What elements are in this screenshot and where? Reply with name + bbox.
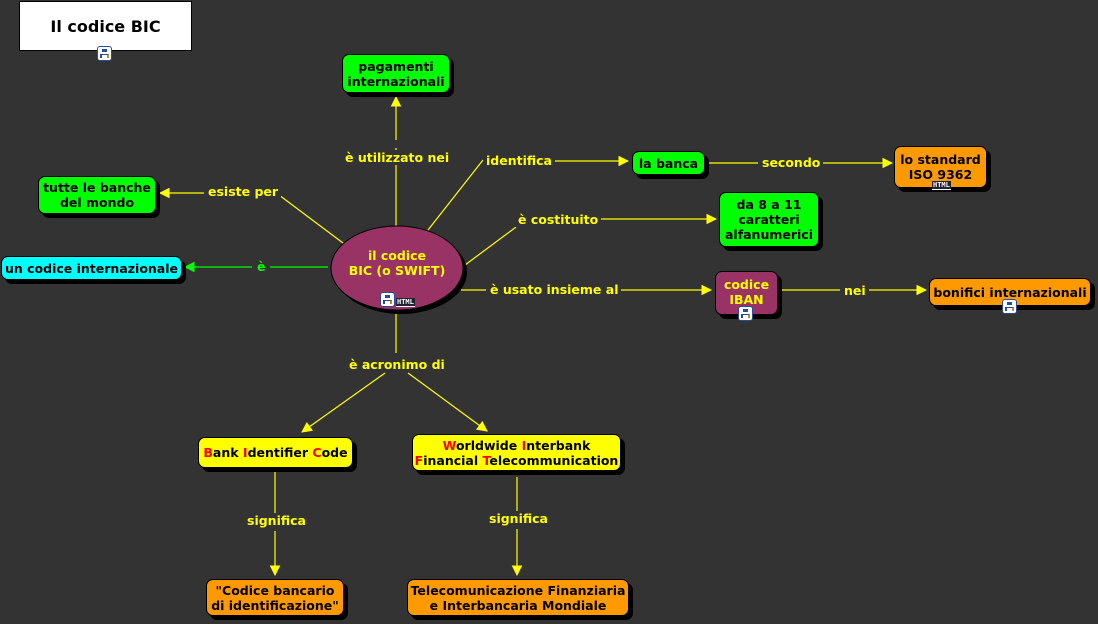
link-line [464, 226, 517, 266]
concept-map-icon[interactable] [97, 46, 112, 61]
standard-icons[interactable]: HTML [932, 181, 951, 190]
link-line [407, 372, 488, 432]
iban-icons[interactable] [738, 306, 753, 321]
node-caratteri[interactable]: da 8 a 11 caratteri alfanumerici [719, 192, 819, 247]
node-telecomunicazione[interactable]: Telecomunicazione Finanziaria e Interban… [407, 579, 629, 616]
map-title: Il codice BIC [19, 1, 192, 51]
bonifici-icons[interactable] [1002, 299, 1017, 314]
link-label-e: è [254, 259, 269, 274]
node-codice-bancario[interactable]: "Codice bancario di identificazione" [206, 579, 344, 616]
center-node-icons[interactable]: HTML [380, 292, 415, 307]
link-label-utilizzato: è utilizzato nei [342, 150, 453, 165]
node-pagamenti-internazionali[interactable]: pagamenti internazionali [342, 54, 450, 93]
center-node[interactable]: il codice BIC (o SWIFT) [348, 248, 446, 278]
link-label-significa-1: significa [244, 513, 309, 528]
concept-map-icon[interactable] [738, 306, 753, 321]
link-label-costituito: è costituito [515, 212, 602, 227]
node-bank-identifier-code[interactable]: Bank Identifier Code [198, 437, 353, 468]
node-la-banca[interactable]: la banca [632, 151, 705, 175]
link-label-identifica: identifica [483, 153, 555, 168]
node-tutte-le-banche[interactable]: tutte le banche del mondo [38, 176, 156, 214]
html-icon[interactable]: HTML [396, 298, 415, 307]
html-icon[interactable]: HTML [932, 181, 951, 190]
link-label-nei: nei [841, 283, 869, 298]
acronym-line-1: Worldwide Interbank [442, 437, 591, 453]
concept-map-icon[interactable] [1002, 299, 1017, 314]
concept-map-icon[interactable] [380, 292, 395, 307]
link-label-significa-2: significa [486, 511, 551, 526]
title-icons[interactable] [97, 46, 112, 61]
link-line [278, 194, 344, 244]
node-codice-internazionale[interactable]: un codice internazionale [1, 256, 182, 280]
center-node-shape [330, 225, 464, 311]
link-label-secondo: secondo [759, 155, 824, 170]
link-label-usato-insieme: è usato insieme al [487, 282, 622, 297]
link-label-esiste-per: esiste per [205, 184, 282, 199]
acronym-text: Bank Identifier Code [203, 445, 348, 460]
node-codice-iban[interactable]: codice IBAN [715, 271, 778, 315]
link-line [427, 159, 484, 231]
acronym-line-2: Financial Telecommunication [414, 452, 619, 468]
link-label-acronimo: è acronimo di [346, 357, 448, 372]
node-swift-expansion[interactable]: Worldwide Interbank Financial Telecommun… [412, 434, 621, 471]
link-line [301, 372, 386, 433]
